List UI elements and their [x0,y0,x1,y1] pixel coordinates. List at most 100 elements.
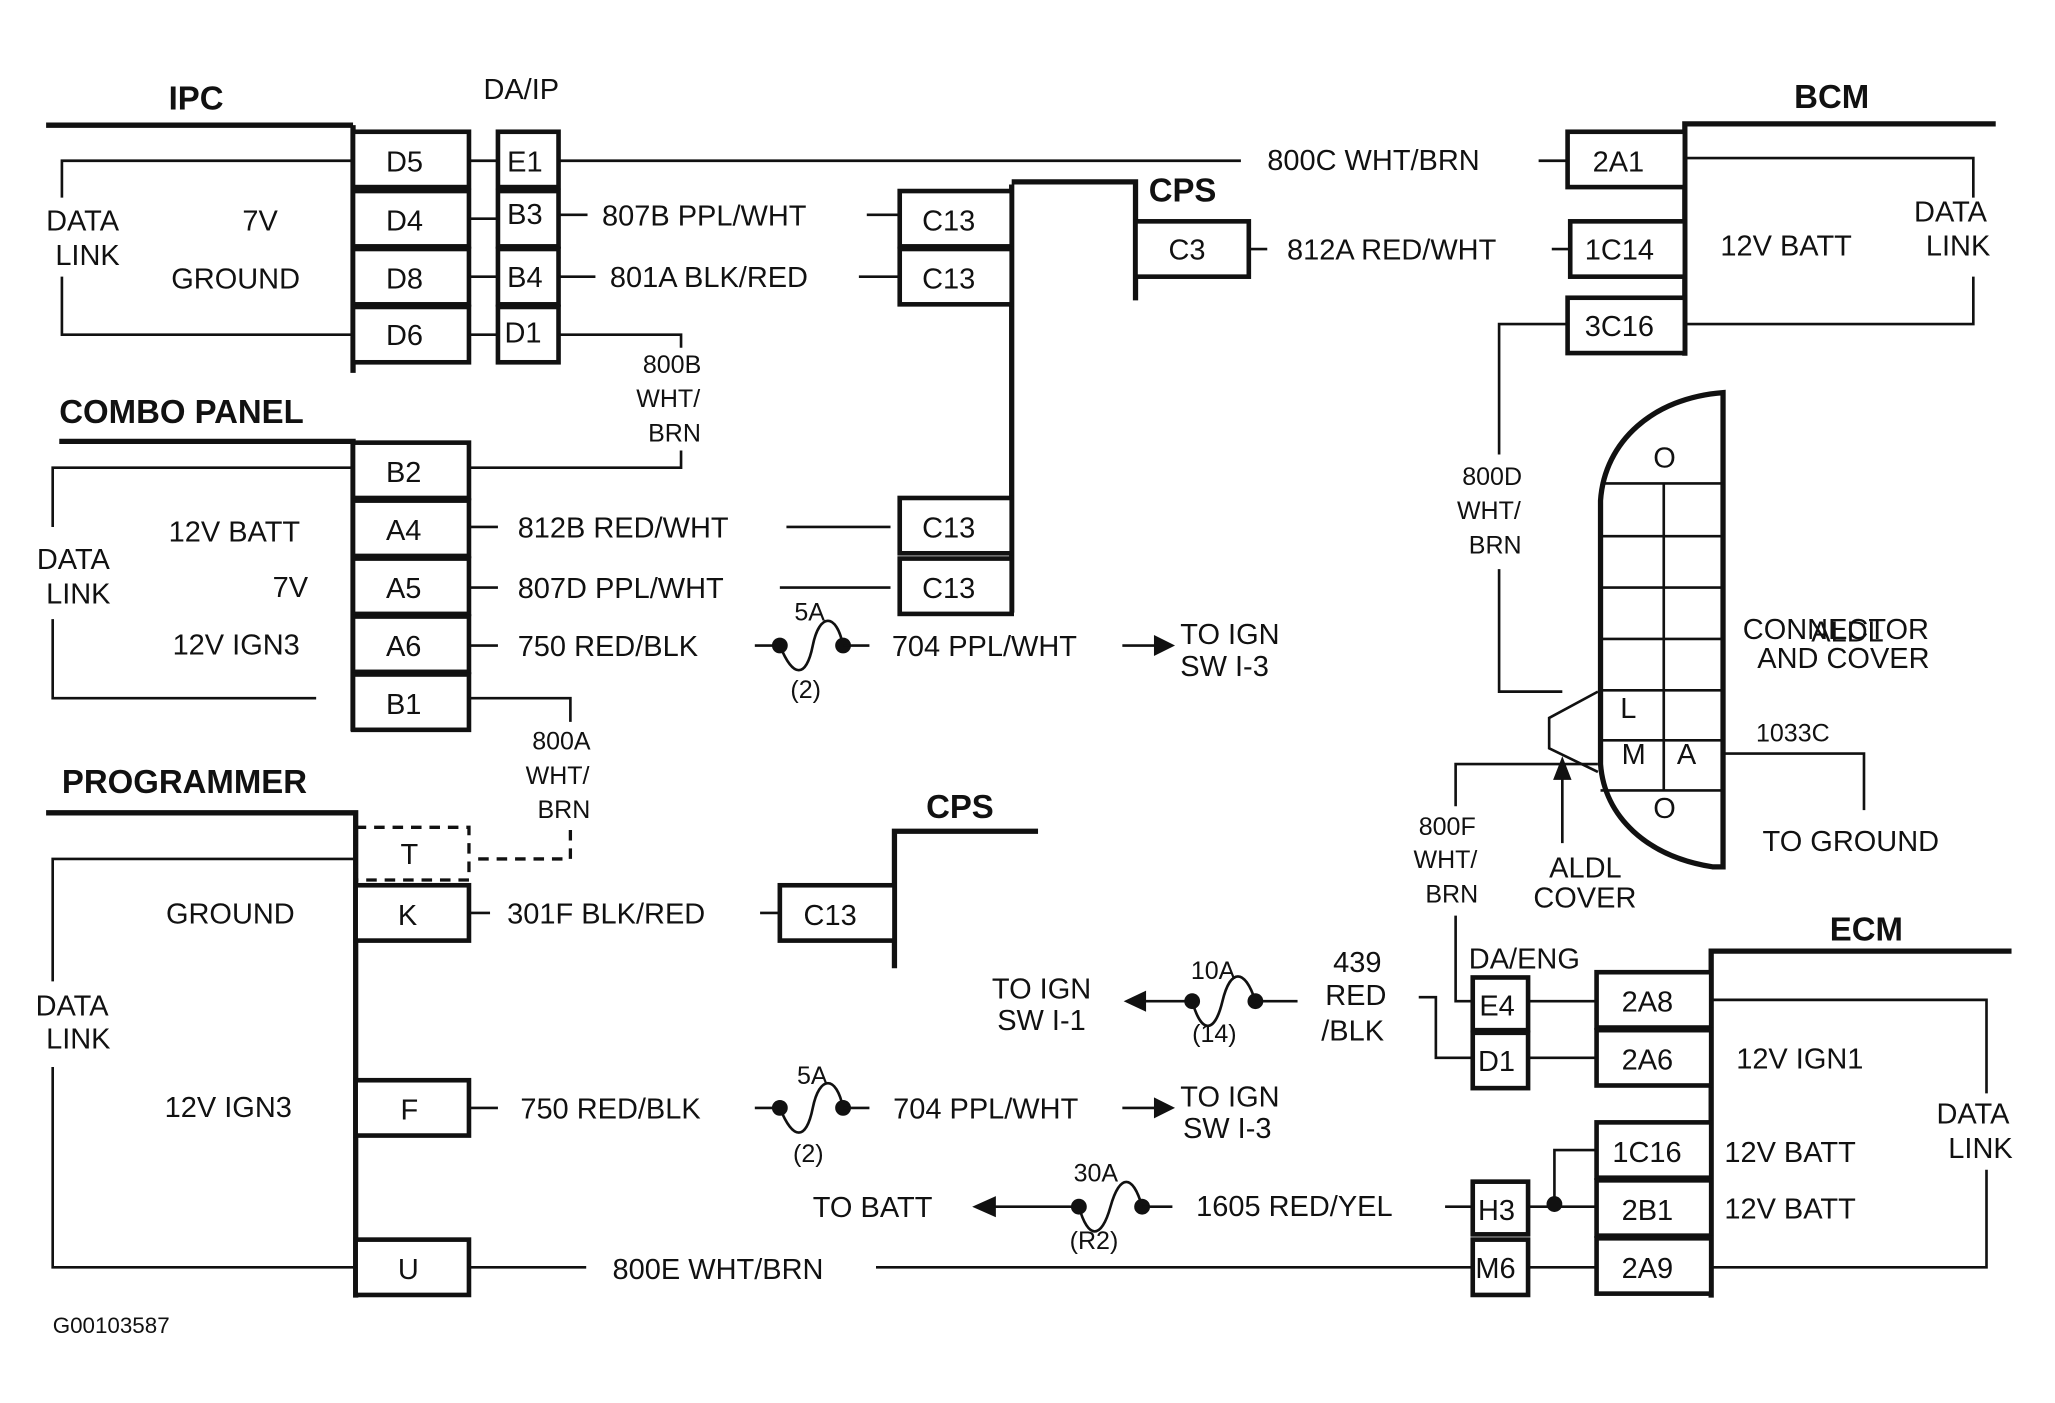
programmer-ign3-label: 12V IGN3 [165,1092,292,1124]
fuse-5a: 5A (2) [754,598,870,704]
ipc-pin-d8[interactable] [350,246,472,307]
fuse-ref: (14) [1192,1020,1237,1048]
aldl-connector-body [1597,389,1726,870]
to-batt-label: TO BATT [813,1192,933,1224]
pin-label: U [398,1254,419,1286]
fuse-ref: (2) [793,1140,824,1168]
pin-label: C13 [804,900,857,932]
destination-label: TO IGN [1180,1082,1279,1114]
wire-label-800d: 800D [1462,463,1522,491]
pin-label: E4 [1479,991,1514,1023]
cps-title: CPS [1149,172,1217,209]
ecm-pin-2a8[interactable] [1594,969,1714,1030]
aldl-title: AND COVER [1757,643,1929,675]
fuse-rating: 30A [1074,1160,1119,1188]
splice-dot [1546,1196,1563,1212]
bcm-title: BCM [1794,78,1869,115]
wire-label-1605: 1605 RED/YEL [1196,1191,1392,1223]
ecm-pin-1c16[interactable] [1594,1120,1714,1181]
programmer-data-link-wire [51,1067,356,1269]
aldl-cover-tab [1547,690,1599,774]
combo-pin-b1[interactable] [350,672,472,733]
wire-label-807d: 807D PPL/WHT [518,573,724,605]
pin-label: B4 [507,262,542,294]
bcm-module: BCM 2A1 1C14 3C16 12V BATT DATA LINK [1565,78,1996,356]
cps-pin-c13[interactable] [777,882,897,943]
data-link-label: LINK [55,240,119,272]
aldl-connector: O O L M A ALDL CONNECTOR AND COVER ALDL … [1533,389,1930,915]
bcm-pin-1c14[interactable] [1567,219,1688,279]
cps-pin-c13[interactable] [897,556,1014,617]
arrow-up-icon [1553,756,1572,780]
arrow-left-icon [972,1196,996,1218]
fuse-5a: 5A (2) [754,1062,870,1168]
fuse-ref: (2) [790,676,821,704]
wire-800d [1497,569,1563,693]
combo-pin-a6[interactable] [350,614,472,675]
programmer-title: PROGRAMMER [62,763,307,800]
pin-label: C3 [1168,235,1205,267]
to-ground-label: TO GROUND [1763,826,1939,858]
pin-label: A6 [386,631,421,663]
aldl-pin-a[interactable]: A [1677,739,1697,771]
figure-id: G00103587 [53,1313,170,1338]
combo-panel-module: COMBO PANEL B2 A4 A5 A6 B1 DATA LINK 12V… [37,393,472,733]
ecm-data-link-wire [1711,998,1988,1094]
wire-label-800a: BRN [537,796,590,824]
cps-pin-c13[interactable] [897,246,1014,307]
da-ip-connector: DA/IP E1 B3 B4 D1 [468,74,561,365]
da-eng-pin-d1[interactable] [1470,1030,1531,1091]
fuse-ref: (R2) [1070,1227,1119,1255]
pin-label: D6 [386,320,423,352]
aldl-cover-label: COVER [1533,883,1636,915]
da-eng-pin-e4[interactable] [1470,975,1531,1033]
cps-pin-c3[interactable] [1133,219,1252,279]
da-ip-title: DA/IP [483,74,559,106]
pin-label: D1 [505,318,542,350]
pin-label: 2A9 [1622,1253,1674,1285]
aldl-pin-l[interactable]: L [1620,693,1636,725]
bcm-pin-3c16[interactable] [1565,295,1688,356]
da-ip-pin-e1[interactable] [495,129,561,190]
da-eng-pin-m6[interactable] [1470,1237,1531,1298]
wire-800b [468,450,683,469]
destination-label: TO IGN [1180,619,1279,651]
cps-pin-c13[interactable] [897,495,1014,556]
ecm-batt-label: 12V BATT [1724,1137,1856,1169]
pin-label: B1 [386,689,421,721]
fuse-30a: 30A (R2) [993,1160,1173,1255]
data-link-label: LINK [46,1024,110,1056]
aldl-pin-m[interactable]: M [1622,739,1646,771]
bcm-data-link-wire [1684,156,1975,198]
wire-800d [1497,322,1568,455]
bcm-batt-label: 12V BATT [1720,231,1852,263]
ecm-pin-2a6[interactable] [1594,1027,1714,1088]
wire-800f [1454,762,1598,807]
wire-label-800b: WHT/ [636,385,700,413]
combo-pin-b2[interactable] [350,440,472,501]
aldl-title: CONNECTOR [1743,614,1929,646]
destination-label: SW I-1 [997,1005,1086,1037]
wire-1033c [1723,752,1866,811]
programmer-pin-f[interactable] [353,1077,472,1138]
ipc-7v-label: 7V [242,206,278,238]
wire-label-704: 704 PPL/WHT [892,631,1077,663]
arrow-right-icon [1153,634,1176,657]
ecm-pin-2b1[interactable] [1594,1178,1714,1238]
pin-label: 2A1 [1593,146,1645,178]
aldl-grid [1600,482,1724,792]
data-link-label: DATA [1914,196,1988,228]
pin-label: F [400,1095,418,1127]
da-ip-pin-b3[interactable] [495,188,561,249]
wire-800b [558,333,683,348]
cps-pin-c13[interactable] [897,188,1014,249]
wire-label-812a: 812A RED/WHT [1287,235,1497,267]
destination-label: SW I-3 [1180,651,1269,683]
wire-label-800d: BRN [1469,531,1522,559]
destination-label: SW I-3 [1183,1113,1272,1145]
programmer-pin-t[interactable] [354,825,471,882]
combo-data-link-wire [51,619,317,700]
wire-label-301f: 301F BLK/RED [507,898,705,930]
wire-label-800a: WHT/ [526,762,590,790]
